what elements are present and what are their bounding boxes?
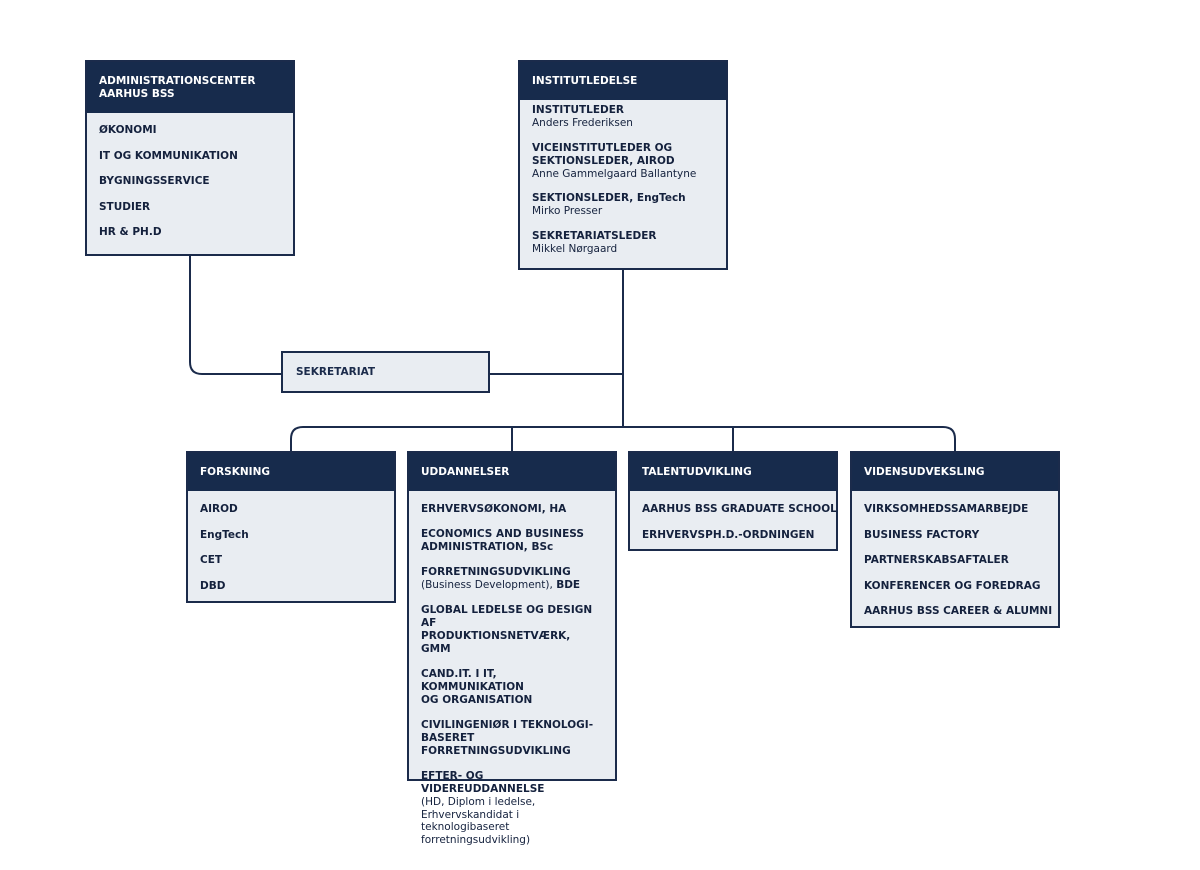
admin-item: STUDIER — [99, 200, 151, 213]
uddannelse-note: (HD, Diplom i ledelse, Erhvervskandidat … — [421, 796, 536, 846]
forskning-box: FORSKNING AIROD EngTech CET DBD — [186, 451, 396, 603]
institutledelse-title: INSTITUTLEDELSE — [532, 74, 638, 87]
uddannelse-entry: EFTER- OG VIDEREUDDANNELSE (HD, Diplom i… — [421, 770, 603, 846]
forskning-item: EngTech — [200, 528, 249, 541]
leader-name: Anne Gammelgaard Ballantyne — [532, 167, 697, 180]
admin-item: BYGNINGSSERVICE — [99, 175, 210, 187]
uddannelse-entry: CIVILINGENIØR I TEKNOLOGI- BASERET FORRE… — [421, 719, 603, 758]
connector-admin-sekretariat — [189, 255, 281, 375]
uddannelse-title: CAND.IT. I IT, KOMMUNIKATION OG ORGANISA… — [421, 668, 533, 706]
uddannelser-header: UDDANNELSER — [409, 453, 615, 491]
leader-role: SEKTIONSLEDER, EngTech — [532, 192, 686, 204]
institutledelse-box: INSTITUTLEDELSE INSTITUTLEDER Anders Fre… — [518, 60, 728, 270]
vidensudveksling-title: VIDENSUDVEKSLING — [864, 465, 985, 478]
leader-name: Mikkel Nørgaard — [532, 242, 618, 255]
leader-entry: INSTITUTLEDER Anders Frederiksen — [532, 104, 714, 130]
leader-entry: SEKRETARIATSLEDER Mikkel Nørgaard — [532, 230, 714, 256]
uddannelser-box: UDDANNELSER ERHVERVSØKONOMI, HA ECONOMIC… — [407, 451, 617, 846]
uddannelse-title: ECONOMICS AND BUSINESS ADMINISTRATION, B… — [421, 528, 584, 553]
forskning-item: DBD — [200, 579, 226, 592]
uddannelse-abbrev: BDE — [556, 579, 581, 591]
talentudvikling-header: TALENTUDVIKLING — [630, 453, 836, 491]
uddannelse-note: (Business Development), — [421, 579, 557, 591]
uddannelse-entry: FORRETNINGSUDVIKLING (Business Developme… — [421, 566, 603, 592]
vidensudveksling-item: BUSINESS FACTORY — [864, 528, 980, 541]
connector-bus — [290, 426, 956, 451]
sekretariat-label: SEKRETARIAT — [296, 366, 376, 378]
admin-item: HR & PH.D — [99, 226, 162, 238]
forskning-header: FORSKNING — [188, 453, 394, 491]
vidensudveksling-item: PARTNERSKABSAFTALER — [864, 554, 1009, 566]
admin-center-title: ADMINISTRATIONSCENTER AARHUS BSS — [99, 74, 256, 100]
uddannelse-entry: GLOBAL LEDELSE OG DESIGN AF PRODUKTIONSN… — [421, 604, 603, 656]
talentudvikling-item: ERHVERVSPH.D.-ORDNINGEN — [642, 528, 815, 541]
talentudvikling-box: TALENTUDVIKLING AARHUS BSS GRADUATE SCHO… — [628, 451, 838, 551]
vidensudveksling-item: VIRKSOMHEDSSAMARBEJDE — [864, 503, 1029, 515]
leader-name: Mirko Presser — [532, 205, 603, 217]
vidensudveksling-header: VIDENSUDVEKSLING — [852, 453, 1058, 491]
uddannelse-title: EFTER- OG VIDEREUDDANNELSE — [421, 770, 545, 795]
leader-entry: VICEINSTITUTLEDER OG SEKTIONSLEDER, AIRO… — [532, 142, 714, 181]
forskning-title: FORSKNING — [200, 465, 270, 478]
admin-item: ØKONOMI — [99, 124, 157, 136]
leader-role: SEKRETARIATSLEDER — [532, 229, 657, 242]
sekretariat-box: SEKRETARIAT — [281, 351, 490, 393]
uddannelse-title: ERHVERVSØKONOMI, HA — [421, 503, 567, 515]
uddannelse-entry: CAND.IT. I IT, KOMMUNIKATION OG ORGANISA… — [421, 668, 603, 707]
uddannelse-entry: ECONOMICS AND BUSINESS ADMINISTRATION, B… — [421, 528, 603, 554]
forskning-item: CET — [200, 554, 223, 566]
talentudvikling-item: AARHUS BSS GRADUATE SCHOOL — [642, 503, 837, 515]
leader-role: VICEINSTITUTLEDER OG SEKTIONSLEDER, AIRO… — [532, 141, 675, 167]
vidensudveksling-item: AARHUS BSS CAREER & ALUMNI — [864, 605, 1053, 617]
uddannelser-title: UDDANNELSER — [421, 465, 510, 478]
vidensudveksling-item: KONFERENCER OG FOREDRAG — [864, 579, 1041, 592]
leader-name: Anders Frederiksen — [532, 117, 633, 129]
institutledelse-header: INSTITUTLEDELSE — [520, 62, 726, 100]
admin-item: IT OG KOMMUNIKATION — [99, 149, 238, 162]
vidensudveksling-box: VIDENSUDVEKSLING VIRKSOMHEDSSAMARBEJDE B… — [850, 451, 1060, 628]
talentudvikling-title: TALENTUDVIKLING — [642, 465, 752, 478]
leader-role: INSTITUTLEDER — [532, 104, 625, 116]
leader-entry: SEKTIONSLEDER, EngTech Mirko Presser — [532, 192, 714, 218]
uddannelse-title: GLOBAL LEDELSE OG DESIGN AF PRODUKTIONSN… — [421, 604, 593, 655]
forskning-item: AIROD — [200, 503, 238, 515]
admin-center-box: ADMINISTRATIONSCENTER AARHUS BSS ØKONOMI… — [85, 60, 295, 256]
uddannelse-title: FORRETNINGSUDVIKLING — [421, 566, 571, 578]
admin-center-header: ADMINISTRATIONSCENTER AARHUS BSS — [87, 62, 293, 113]
uddannelse-entry: ERHVERVSØKONOMI, HA — [421, 503, 603, 516]
uddannelse-title: CIVILINGENIØR I TEKNOLOGI- BASERET FORRE… — [421, 719, 594, 757]
